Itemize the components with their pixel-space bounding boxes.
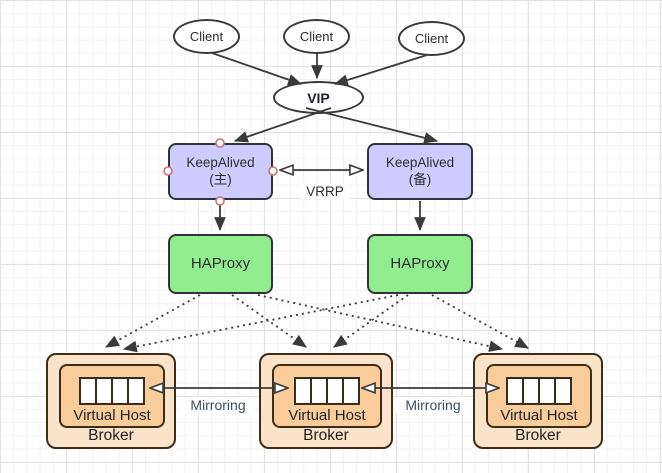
client-label: Client (414, 31, 449, 46)
haproxy-right-node[interactable]: HAProxy (367, 234, 473, 294)
edge-haproxyL-broker2[interactable] (231, 294, 307, 348)
edge-client3-vip[interactable] (333, 54, 428, 86)
mirroring-edge-label-1: Mirroring (181, 397, 255, 413)
broker-label: Broker (303, 427, 349, 444)
keepalived-master-node[interactable]: KeepAlived (主) (168, 143, 273, 200)
mirroring-edge-label-2: Mirroring (396, 397, 470, 413)
broker-node-2[interactable]: Virtual Host Broker (259, 353, 393, 449)
vip-node[interactable]: VIP (273, 81, 364, 114)
virtual-host-box[interactable]: Virtual Host (272, 364, 382, 428)
edge-client1-vip[interactable] (211, 52, 303, 86)
edge-haproxyL-broker3[interactable] (257, 294, 504, 352)
edge-haproxyR-broker3[interactable] (431, 294, 530, 349)
virtual-host-box[interactable]: Virtual Host (59, 364, 165, 428)
edge-haproxyR-broker1[interactable] (122, 294, 399, 353)
broker-node-3[interactable]: Virtual Host Broker (473, 353, 603, 449)
vip-label: VIP (307, 89, 330, 106)
queue-slots-icon (294, 377, 360, 405)
broker-label: Broker (88, 427, 134, 444)
haproxy-left-node[interactable]: HAProxy (168, 234, 273, 294)
client-node-1[interactable]: Client (173, 19, 240, 54)
client-label: Client (189, 29, 224, 44)
keepalived-backup-label: KeepAlived (备) (385, 154, 455, 187)
queue-slots-icon (506, 377, 572, 405)
client-node-2[interactable]: Client (283, 19, 350, 54)
edge-haproxyL-broker1[interactable] (104, 294, 201, 348)
virtual-host-label: Virtual Host (288, 407, 366, 424)
broker-label: Broker (515, 427, 561, 444)
edge-haproxyR-broker2[interactable] (333, 294, 409, 348)
queue-slots-icon (79, 377, 145, 405)
vrrp-edge-label: VRRP (300, 184, 350, 199)
broker-node-1[interactable]: Virtual Host Broker (46, 353, 176, 449)
virtual-host-box[interactable]: Virtual Host (486, 364, 592, 428)
keepalived-master-label: KeepAlived (主) (186, 154, 255, 187)
keepalived-backup-node[interactable]: KeepAlived (备) (367, 143, 473, 200)
virtual-host-label: Virtual Host (73, 407, 151, 424)
client-label: Client (299, 29, 334, 44)
haproxy-label: HAProxy (190, 254, 251, 272)
client-node-3[interactable]: Client (398, 21, 465, 56)
haproxy-label: HAProxy (390, 254, 450, 272)
virtual-host-label: Virtual Host (500, 407, 578, 424)
